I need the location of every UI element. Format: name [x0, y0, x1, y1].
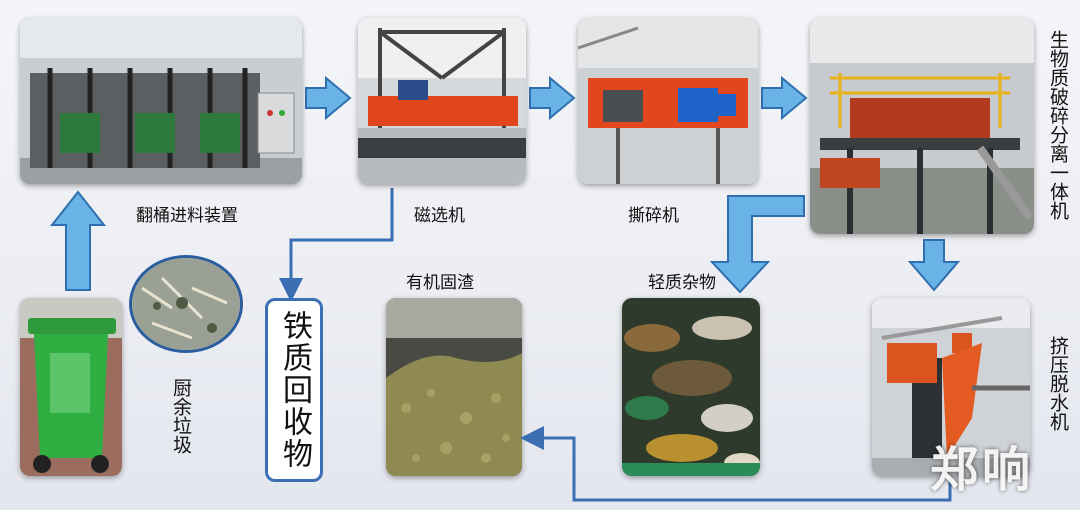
arrow-right-2 [529, 75, 576, 121]
arrow-bent-light-impurities [709, 195, 805, 294]
label-crusher-separator: 生物质破碎分离一体机 [1047, 30, 1069, 220]
label-kitchen-waste: 厨余垃圾 [170, 378, 192, 454]
watermark-logo: 郑响 [930, 442, 1035, 498]
arrow-up-bin [49, 190, 107, 291]
arrow-down-press [907, 239, 961, 292]
line-to-organic-residue [520, 426, 952, 502]
press-dewater-photo [872, 298, 1030, 476]
light-impurities-photo [622, 298, 760, 476]
magnetic-separator-photo [358, 18, 526, 184]
arrow-right-3 [761, 75, 808, 121]
organic-residue-photo [386, 298, 522, 476]
kitchen-waste-bin-photo [20, 298, 122, 476]
label-tipper-feeder: 翻桶进料装置 [136, 206, 238, 226]
label-organic-residue: 有机固渣 [406, 273, 474, 293]
line-to-iron-recovery [279, 188, 394, 302]
label-light-impurities: 轻质杂物 [648, 273, 716, 293]
arrow-right-1 [305, 75, 352, 121]
label-iron-recovery: 铁质回收物 [277, 310, 312, 470]
label-press-dewater: 挤压脱水机 [1047, 336, 1069, 431]
label-shredder: 撕碎机 [628, 206, 679, 226]
shredder-photo [578, 18, 758, 184]
crusher-separator-photo [810, 18, 1034, 234]
tipper-feeder-photo [20, 18, 302, 184]
label-magnetic-separator: 磁选机 [414, 206, 465, 226]
iron-recovery-box: 铁质回收物 [265, 298, 323, 482]
kitchen-waste-zoom-circle [132, 258, 240, 350]
